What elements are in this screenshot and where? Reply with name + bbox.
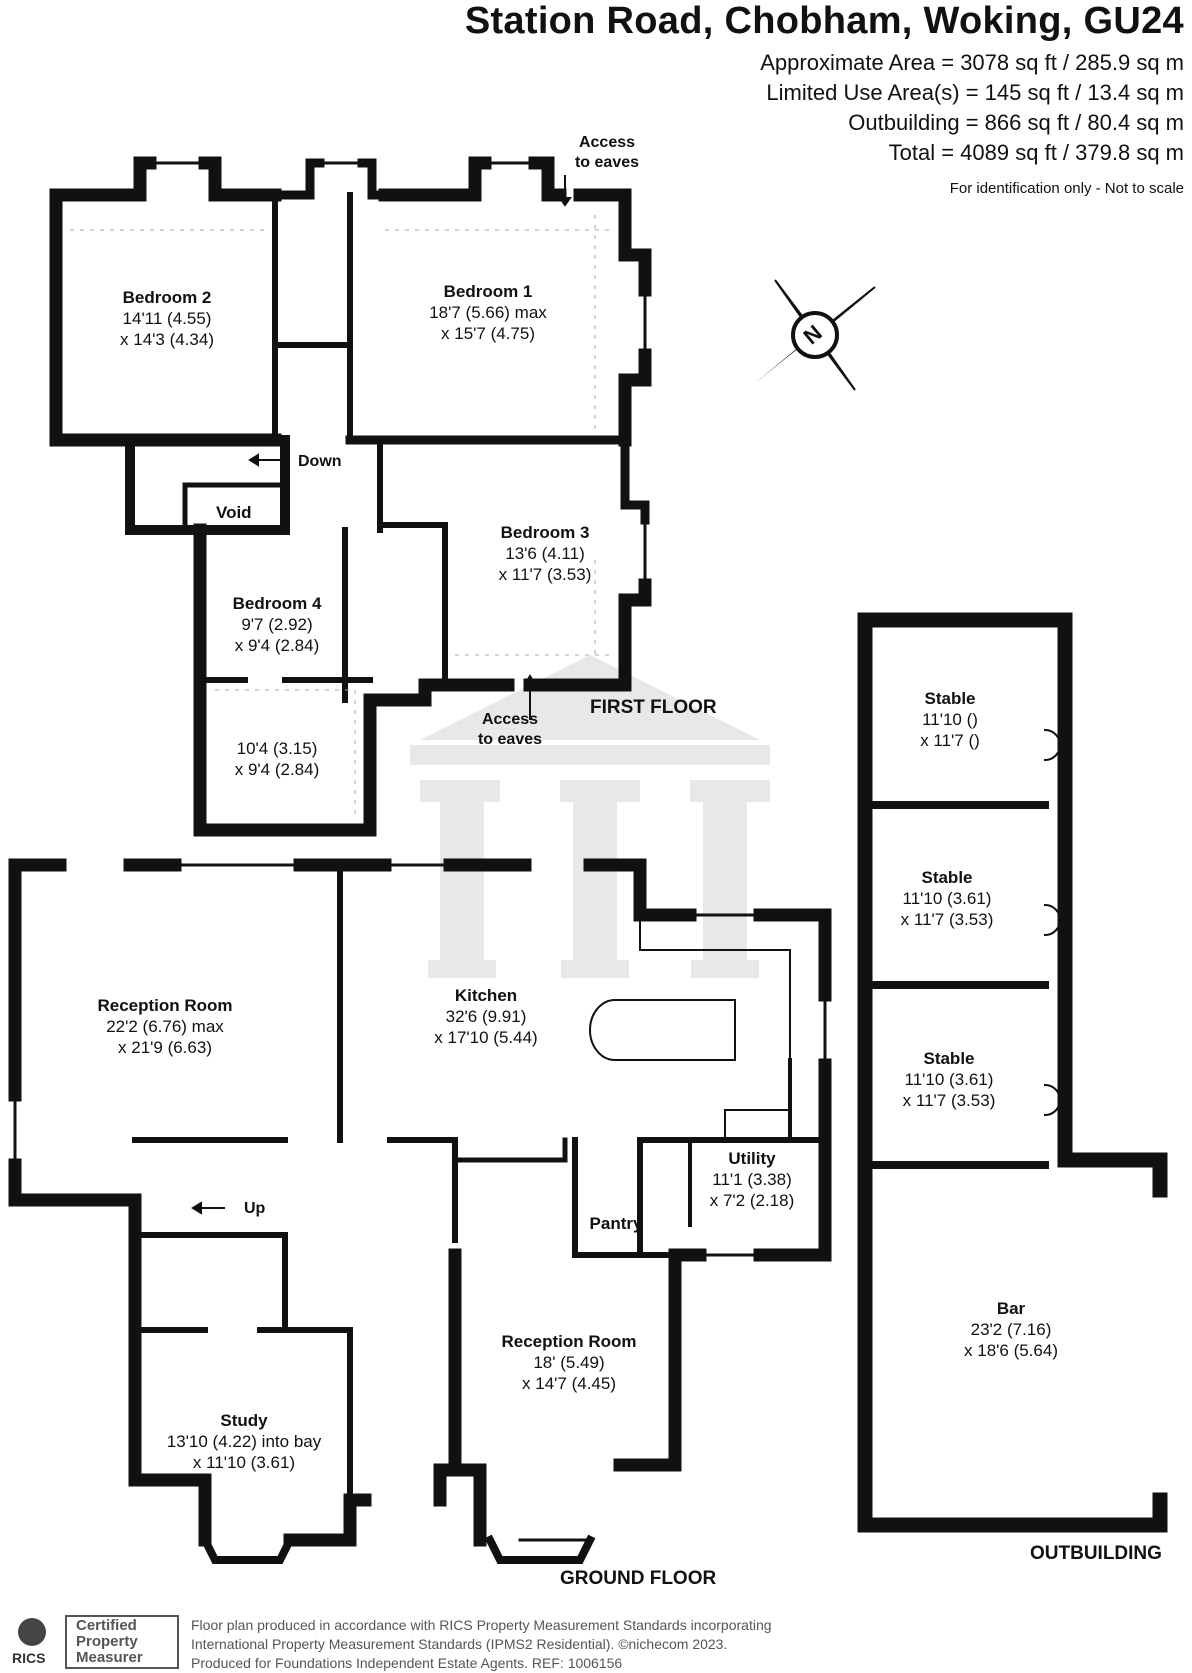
room-dimension: 32'6 (9.91) (445, 1007, 527, 1026)
room-dimension: x 18'6 (5.64) (964, 1341, 1058, 1360)
identification-note: For identification only - Not to scale (949, 180, 1184, 197)
room-dimension: 14'11 (4.55) (122, 309, 212, 328)
room-dimension: x 11'7 (3.53) (498, 565, 592, 584)
room-stable-1: Stable 11'10 () x 11'7 () (920, 688, 980, 751)
approximate-area: Approximate Area = 3078 sq ft / 285.9 sq… (760, 50, 1184, 75)
room-dimension: 11'1 (3.38) (712, 1170, 792, 1189)
room-name: Study (220, 1411, 268, 1430)
room-name: Bedroom 2 (122, 288, 212, 307)
first-floor-label: FIRST FLOOR (590, 697, 717, 718)
room-name: Kitchen (454, 986, 518, 1005)
outbuilding-label: OUTBUILDING (1030, 1543, 1162, 1564)
access-label: to eaves (574, 154, 640, 171)
room-dimension: x 11'7 (3.53) (900, 910, 994, 929)
rics-logo-icon (18, 1615, 179, 1669)
access-to-eaves-bottom: Access to eaves (478, 710, 542, 750)
room-name: Bedroom 1 (443, 282, 533, 301)
access-to-eaves-top: Access to eaves (575, 133, 639, 173)
room-dimension: 10'4 (3.15) (236, 739, 318, 758)
room-dimension: x 11'7 () (920, 731, 980, 750)
room-dimension: x 14'3 (4.34) (120, 330, 214, 349)
property-address-title: Station Road, Chobham, Woking, GU24 (464, 0, 1184, 42)
room-name: Utility (728, 1149, 776, 1168)
footer-line: International Property Measurement Stand… (191, 1636, 728, 1652)
void-label: Void (216, 503, 252, 522)
rics-brand: RICS (12, 1650, 46, 1666)
room-dimension: 18' (5.49) (533, 1353, 605, 1372)
room-name: Bedroom 3 (500, 523, 590, 542)
total-area: Total = 4089 sq ft / 379.8 sq m (888, 140, 1184, 165)
ground-floor-label: GROUND FLOOR (560, 1568, 717, 1589)
wall-bedroom2 (49, 188, 282, 447)
room-dimension: x 17'10 (5.44) (434, 1028, 538, 1047)
footer-line: Floor plan produced in accordance with R… (191, 1617, 772, 1633)
stairs-down-label: Down (298, 453, 342, 470)
room-dimension: 13'10 (4.22) into bay (166, 1432, 322, 1451)
room-dimension: 11'10 () (922, 710, 978, 729)
access-label: Access (481, 711, 539, 728)
compass-rose (755, 279, 876, 391)
room-dimension: 13'6 (4.11) (505, 544, 585, 563)
room-pantry: Pantry (590, 1213, 643, 1234)
room-name: Bedroom 4 (232, 594, 322, 613)
room-name: Reception Room (501, 1332, 637, 1351)
badge-line: Measurer (76, 1649, 143, 1666)
room-dimension: x 21'9 (6.63) (118, 1038, 212, 1057)
rics-badge: RICS Certified Property Measurer (0, 1614, 180, 1670)
room-dimension: x 11'10 (3.61) (192, 1453, 296, 1472)
room-dimension: 23'2 (7.16) (970, 1320, 1052, 1339)
badge-line: Certified (76, 1617, 137, 1634)
room-dimension: 18'7 (5.66) max (429, 303, 547, 322)
room-name: Stable (924, 689, 976, 708)
room-dimension: x 9'4 (2.84) (234, 760, 320, 779)
room-name: Stable (921, 868, 973, 887)
room-bar: Bar 23'2 (7.16) x 18'6 (5.64) (964, 1298, 1058, 1361)
room-kitchen: Kitchen 32'6 (9.91) x 17'10 (5.44) (434, 985, 537, 1048)
room-stable-3: Stable 11'10 (3.61) x 11'7 (3.53) (903, 1048, 996, 1111)
room-name: Pantry (589, 1214, 643, 1233)
certified-property-measurer: Certified Property Measurer (76, 1618, 143, 1666)
room-study: Study 13'10 (4.22) into bay x 11'10 (3.6… (167, 1410, 321, 1473)
room-bedroom2: Bedroom 2 14'11 (4.55) x 14'3 (4.34) (120, 287, 214, 350)
footer-line: Produced for Foundations Independent Est… (191, 1655, 623, 1671)
room-bedroom3: Bedroom 3 13'6 (4.11) x 11'7 (3.53) (499, 522, 592, 585)
room-name: Bar (996, 1299, 1026, 1318)
room-utility: Utility 11'1 (3.38) x 7'2 (2.18) (710, 1148, 795, 1211)
room-dimension: 11'10 (3.61) (904, 1070, 994, 1089)
room-bedroom4: Bedroom 4 9'7 (2.92) x 9'4 (2.84) (233, 593, 322, 656)
access-label: to eaves (477, 731, 543, 748)
room-bedroom1: Bedroom 1 18'7 (5.66) max x 15'7 (4.75) (429, 281, 547, 344)
stairs-up-label: Up (244, 1200, 266, 1217)
room-reception-room-2: Reception Room 18' (5.49) x 14'7 (4.45) (501, 1331, 636, 1394)
footer-disclaimer: Floor plan produced in accordance with R… (191, 1616, 772, 1673)
room-dimension: x 15'7 (4.75) (441, 324, 535, 343)
room-dimension: x 9'4 (2.84) (234, 636, 320, 655)
room-dimension: 9'7 (2.92) (241, 615, 313, 634)
limited-use-area: Limited Use Area(s) = 145 sq ft / 13.4 s… (766, 80, 1184, 105)
badge-line: Property (76, 1633, 138, 1650)
room-dimension: x 14'7 (4.45) (522, 1374, 616, 1393)
room-dimension: x 11'7 (3.53) (902, 1091, 996, 1110)
room-name: Reception Room (97, 996, 233, 1015)
room-first-floor-extra: 10'4 (3.15) x 9'4 (2.84) (235, 738, 320, 780)
outbuilding-area: Outbuilding = 866 sq ft / 80.4 sq m (848, 110, 1184, 135)
room-dimension: x 7'2 (2.18) (709, 1191, 795, 1210)
access-label: Access (578, 134, 636, 151)
room-reception-room-1: Reception Room 22'2 (6.76) max x 21'9 (6… (97, 995, 232, 1058)
room-dimension: 22'2 (6.76) max (106, 1017, 224, 1036)
watermark-logo (410, 655, 770, 978)
room-dimension: 11'10 (3.61) (902, 889, 992, 908)
room-stable-2: Stable 11'10 (3.61) x 11'7 (3.53) (901, 867, 994, 930)
room-name: Stable (923, 1049, 975, 1068)
